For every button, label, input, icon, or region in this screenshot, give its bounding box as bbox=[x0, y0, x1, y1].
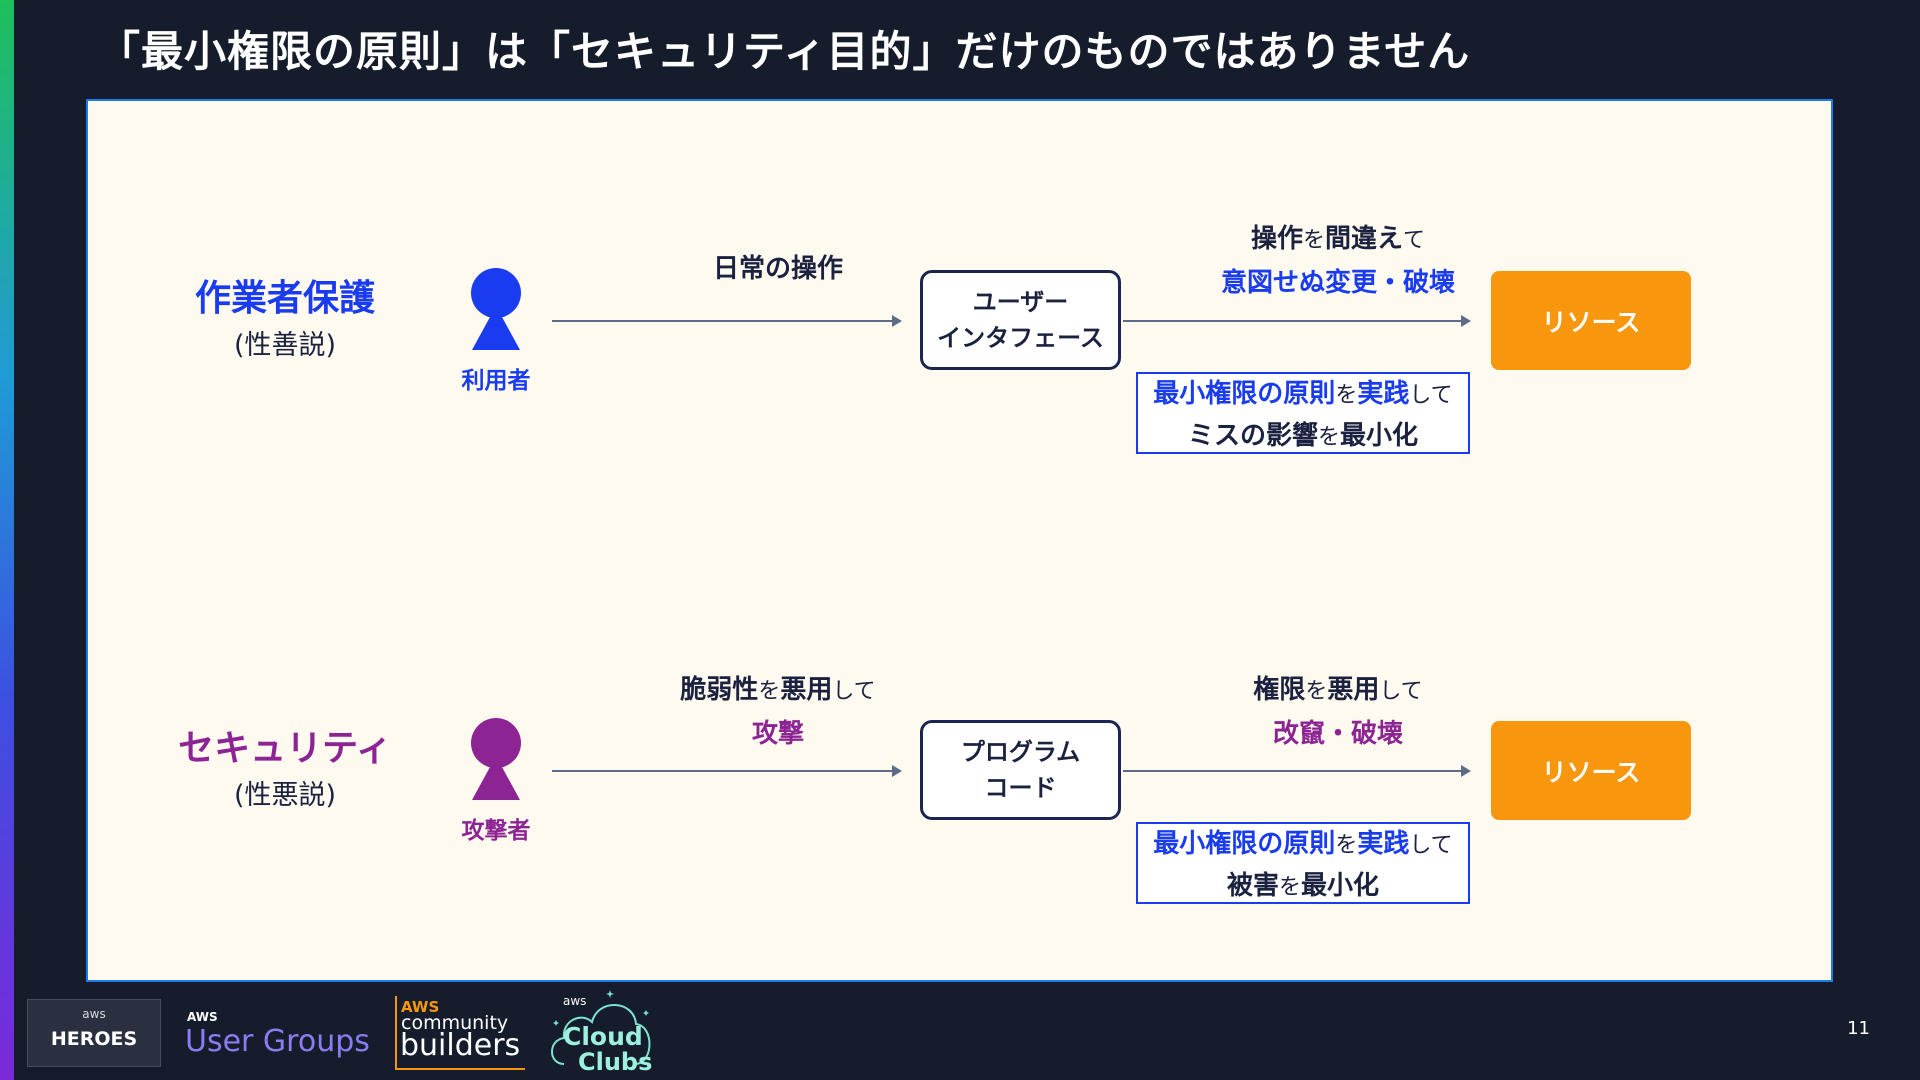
edge-exploit-d: して bbox=[832, 679, 876, 704]
cloud-clubs-aws: aws bbox=[563, 994, 587, 1008]
edge-mistake-d: て bbox=[1403, 228, 1426, 253]
heroes-logo-text: HEROES bbox=[50, 1028, 138, 1050]
user-label: 利用者 bbox=[461, 368, 531, 394]
community-builders-logo: AWS community builders bbox=[395, 996, 525, 1070]
user-groups-aws: AWS bbox=[187, 1010, 218, 1024]
note-security-line2a: 被害 bbox=[1226, 871, 1279, 901]
page-number: 11 bbox=[1847, 1018, 1870, 1039]
note-security-b: を bbox=[1335, 833, 1358, 858]
note-worker-a: 最小権限の原則 bbox=[1153, 379, 1336, 409]
arrow-ui-to-resource bbox=[1123, 315, 1471, 327]
edge-exploit-vuln: 脆弱性を悪用して 攻撃 bbox=[628, 669, 928, 755]
security-subtitle: (性悪説) bbox=[233, 780, 337, 811]
edge-mistake-c: 間違え bbox=[1325, 224, 1404, 254]
cb-builders: builders bbox=[400, 1028, 521, 1063]
edge-abuse-permission: 権限を悪用して 改竄・破壊 bbox=[1168, 669, 1508, 755]
note-security-line2c: 最小化 bbox=[1301, 871, 1380, 901]
edge-abuse-c: 悪用 bbox=[1327, 675, 1380, 705]
note-worker-line2b: を bbox=[1317, 425, 1340, 450]
edge-mistake-line2: 意図せぬ変更・破壊 bbox=[1220, 268, 1455, 298]
cloud-clubs-cloud: Cloud bbox=[563, 1022, 643, 1051]
note-security-c: 実践 bbox=[1357, 829, 1410, 859]
edge-mistake-b: を bbox=[1302, 228, 1325, 253]
arrow-code-to-resource bbox=[1123, 765, 1471, 777]
arrow-user-to-ui bbox=[552, 315, 902, 327]
resource-box-worker: リソース bbox=[1491, 271, 1691, 370]
slide-title: 「最小権限の原則」は「セキュリティ目的」だけのものではありません bbox=[98, 27, 1471, 76]
worker-title: 作業者保護 bbox=[194, 278, 375, 319]
cloud-clubs-clubs: Clubs bbox=[578, 1048, 653, 1076]
arrow-attacker-to-code bbox=[552, 765, 902, 777]
security-title: セキュリティ bbox=[178, 728, 392, 769]
heroes-logo-aws: aws bbox=[82, 1007, 106, 1021]
note-worker: 最小権限の原則を実践して ミスの影響を最小化 bbox=[1136, 372, 1470, 454]
heroes-logo: aws HEROES bbox=[27, 999, 161, 1067]
note-worker-line2c: 最小化 bbox=[1340, 421, 1419, 451]
node-program-code: プログラム コード bbox=[920, 720, 1121, 820]
user-person-icon bbox=[471, 268, 521, 350]
cloud-clubs-cloud-icon bbox=[551, 990, 651, 1065]
note-security-line2b: を bbox=[1278, 875, 1301, 900]
cb-community: community bbox=[401, 1012, 509, 1034]
edge-exploit-b: を bbox=[758, 679, 781, 704]
edge-mistake: 操作を間違えて 意図せぬ変更・破壊 bbox=[1168, 218, 1508, 304]
edge-mistake-a: 操作 bbox=[1250, 224, 1303, 254]
edge-abuse-d: して bbox=[1379, 679, 1423, 704]
user-groups-logo: AWS User Groups bbox=[185, 1006, 370, 1066]
cb-aws: AWS bbox=[401, 998, 440, 1016]
edge-exploit-a: 脆弱性 bbox=[680, 675, 759, 705]
note-worker-c: 実践 bbox=[1357, 379, 1410, 409]
accent-bar bbox=[0, 0, 14, 1080]
note-worker-line2a: ミスの影響 bbox=[1187, 421, 1318, 451]
node-user-interface: ユーザー インタフェース bbox=[920, 270, 1121, 370]
attacker-label: 攻撃者 bbox=[461, 818, 531, 844]
edge-abuse-a: 権限 bbox=[1253, 675, 1306, 705]
note-security-d: して bbox=[1409, 833, 1453, 858]
resource-box-security: リソース bbox=[1491, 721, 1691, 820]
user-groups-text: User Groups bbox=[185, 1024, 370, 1059]
note-security: 最小権限の原則を実践して 被害を最小化 bbox=[1136, 822, 1470, 904]
diagram-panel: 作業者保護 (性善説) 利用者 日常の操作 ユーザー インタフェース 操作を間違… bbox=[86, 99, 1833, 982]
node-code-line1: プログラム bbox=[960, 738, 1081, 766]
edge-exploit-c: 悪用 bbox=[780, 675, 833, 705]
note-worker-b: を bbox=[1335, 383, 1358, 408]
note-worker-d: して bbox=[1409, 383, 1453, 408]
worker-subtitle: (性善説) bbox=[233, 330, 337, 361]
note-security-a: 最小権限の原則 bbox=[1153, 829, 1336, 859]
node-code-line2: コード bbox=[984, 774, 1057, 802]
node-ui-line1: ユーザー bbox=[972, 288, 1069, 316]
edge-exploit-line2: 攻撃 bbox=[751, 719, 804, 749]
edge-abuse-line2: 改竄・破壊 bbox=[1272, 719, 1403, 749]
node-ui-line2: インタフェース bbox=[937, 324, 1104, 352]
edge-abuse-b: を bbox=[1305, 679, 1328, 704]
edge-daily-operation: 日常の操作 bbox=[628, 248, 928, 290]
edge-daily-operation-text: 日常の操作 bbox=[712, 254, 843, 284]
attacker-person-icon bbox=[471, 718, 521, 800]
